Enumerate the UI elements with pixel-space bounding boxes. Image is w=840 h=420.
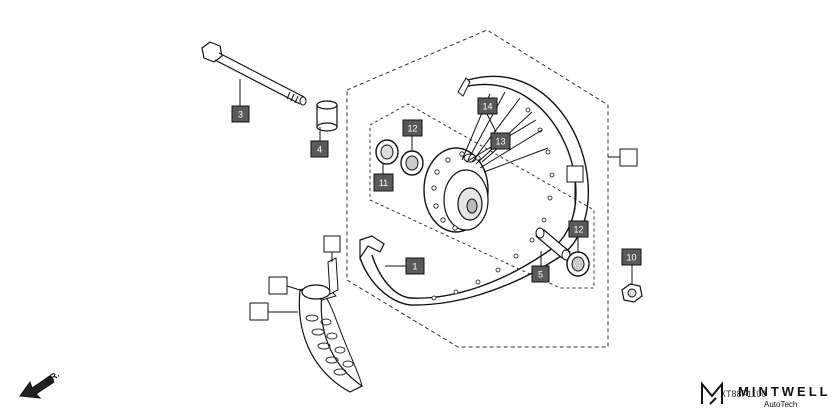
bearing-right-part <box>566 251 590 277</box>
callout-1: 1 <box>405 257 425 275</box>
wheel-rim-part <box>359 75 590 306</box>
callout-empty-hub <box>566 165 584 183</box>
brand-logo-icon <box>701 381 723 405</box>
callout-12-right: 12 <box>568 220 589 238</box>
svg-text:4: 4 <box>317 145 322 155</box>
svg-text:12: 12 <box>573 225 583 235</box>
callout-empty-wheel-assembly <box>619 148 638 167</box>
callout-4: 4 <box>310 140 329 158</box>
distance-collar-part <box>535 227 571 261</box>
svg-text:14: 14 <box>482 102 492 112</box>
brand-watermark: MINTWELL AutoTech <box>701 381 831 409</box>
callout-empty-tube <box>268 276 288 295</box>
svg-text:3: 3 <box>238 110 243 120</box>
svg-text:1: 1 <box>412 262 417 272</box>
svg-text:10: 10 <box>626 253 636 263</box>
svg-text:5: 5 <box>538 270 543 280</box>
axle-spacer-part <box>316 100 338 132</box>
callout-11: 11 <box>373 173 394 192</box>
callout-12-left: 12 <box>402 119 423 137</box>
brand-tagline: AutoTech <box>764 400 797 409</box>
callout-empty-tube-valve <box>323 235 341 253</box>
diagram-code: XT88F1100 <box>720 389 766 399</box>
axle-part <box>201 41 307 106</box>
svg-text:13: 13 <box>495 137 505 147</box>
oil-seal-part <box>375 139 399 165</box>
brand-name: MINTWELL <box>738 384 831 399</box>
bearing-left-part <box>400 150 424 176</box>
callout-5: 5 <box>531 265 550 283</box>
callout-10: 10 <box>621 248 642 266</box>
wheel-hub-part <box>423 147 489 233</box>
callout-empty-tire <box>249 302 269 321</box>
axle-nut-part <box>621 283 643 303</box>
front-direction-arrow: FR. <box>19 369 61 399</box>
svg-text:11: 11 <box>379 178 388 188</box>
tire-tube-part <box>298 257 364 393</box>
callout-13: 13 <box>490 132 511 150</box>
svg-text:12: 12 <box>407 124 417 134</box>
hub-assembly-outline <box>369 103 595 289</box>
callout-3: 3 <box>231 105 250 123</box>
callout-14: 14 <box>477 97 498 115</box>
